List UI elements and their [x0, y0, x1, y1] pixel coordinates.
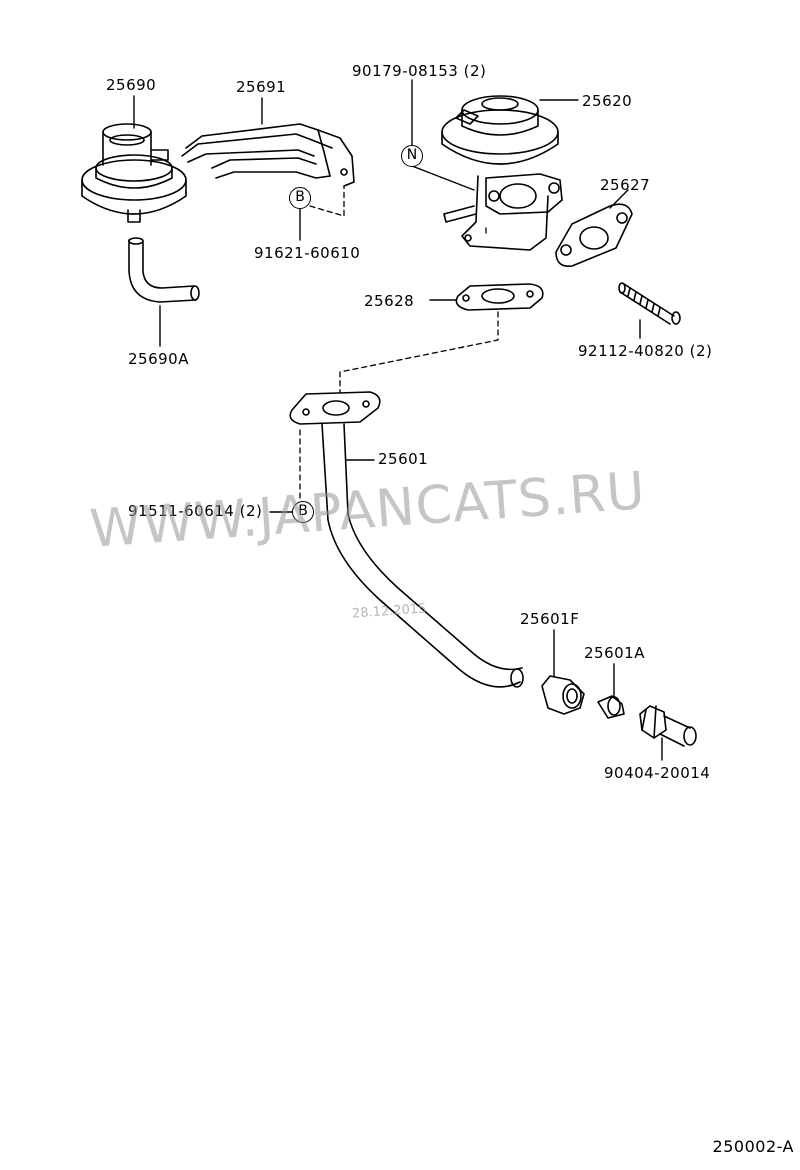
leader-lines: [133, 79, 663, 761]
part-label-25620[interactable]: 25620: [582, 92, 633, 110]
dashed-connection-lines: [299, 185, 499, 501]
part-label-25691[interactable]: 25691: [236, 78, 287, 96]
gasket-25627-drawing: [555, 203, 633, 268]
part-label-25628[interactable]: 25628: [364, 292, 415, 310]
part-label-25690[interactable]: 25690: [106, 76, 157, 94]
callout-n: N: [401, 145, 423, 167]
vacuum-hose-drawing: [128, 239, 197, 303]
part-label-90179-08153[interactable]: 90179-08153 (2): [352, 62, 487, 80]
stud-bolt-drawing: [618, 282, 681, 325]
callout-b-upper: B: [289, 187, 311, 209]
egr-pipe-drawing: [289, 391, 524, 688]
part-label-90404-20014[interactable]: 90404-20014: [604, 764, 711, 782]
part-label-25601F[interactable]: 25601F: [520, 610, 580, 628]
egr-valve-drawing: [441, 95, 563, 251]
sleeve-drawing: [597, 695, 625, 719]
union-nut-drawing: [541, 675, 585, 715]
part-label-25690A[interactable]: 25690A: [128, 350, 189, 368]
document-code: 250002-A: [712, 1137, 794, 1156]
gasket-25628-drawing: [455, 283, 544, 311]
part-label-92112-40820[interactable]: 92112-40820 (2): [578, 342, 713, 360]
part-label-91621-60610[interactable]: 91621-60610: [254, 244, 361, 262]
part-label-25601A[interactable]: 25601A: [584, 644, 645, 662]
callout-b-lower: B: [292, 501, 314, 523]
part-label-25627[interactable]: 25627: [600, 176, 651, 194]
bracket-drawing: [181, 123, 355, 187]
part-label-25601[interactable]: 25601: [378, 450, 429, 468]
union-fitting-drawing: [639, 705, 697, 747]
vacuum-modulator-drawing: [81, 123, 187, 223]
part-label-91511-60614[interactable]: 91511-60614 (2): [128, 502, 263, 520]
